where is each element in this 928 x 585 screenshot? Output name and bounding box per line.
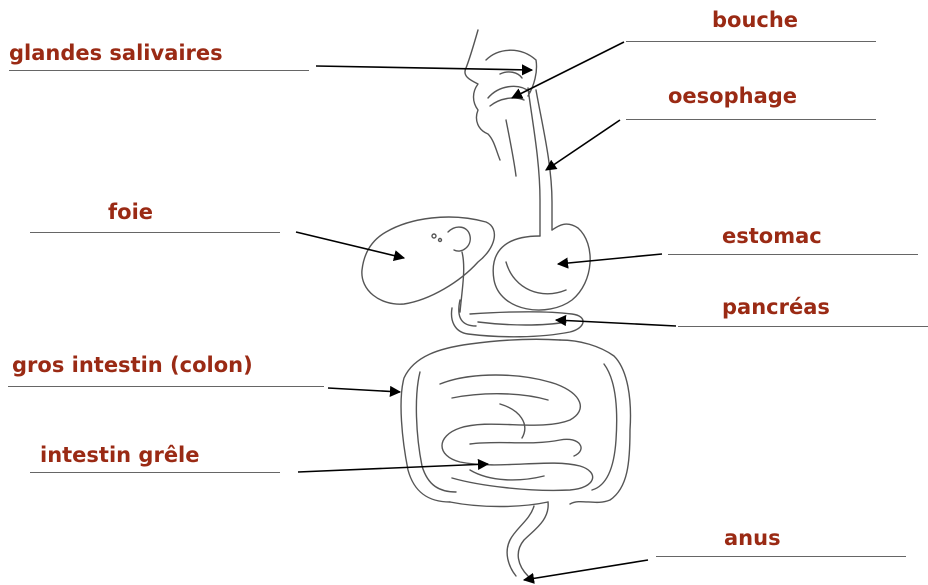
oesophagus <box>528 88 540 236</box>
underline-bouche <box>626 41 876 42</box>
label-bouche: bouche <box>712 10 798 31</box>
label-foie: foie <box>108 202 153 223</box>
underline-foie <box>30 232 280 233</box>
head-profile <box>465 30 500 160</box>
label-pancreas: pancréas <box>722 297 830 318</box>
label-oesophage: oesophage <box>668 86 797 107</box>
label-anus: anus <box>724 528 781 549</box>
arrow-pancreas <box>556 320 676 326</box>
underline-estomac <box>668 254 918 255</box>
underline-glandes-salivaires <box>9 70 309 71</box>
underline-gros-intestin <box>8 386 324 387</box>
small-intestine <box>440 375 593 490</box>
arrow-anus <box>524 560 648 580</box>
label-glandes-salivaires: glandes salivaires <box>9 43 223 64</box>
underline-pancreas <box>678 326 928 327</box>
label-intestin-grele: intestin grêle <box>40 445 200 466</box>
label-estomac: estomac <box>722 226 822 247</box>
underline-anus <box>656 556 906 557</box>
arrow-foie <box>296 232 404 258</box>
arrow-intestin-grele <box>298 464 488 472</box>
liver <box>362 217 495 304</box>
arrow-glandes-salivaires <box>316 66 532 70</box>
label-gros-intestin: gros intestin (colon) <box>12 355 253 376</box>
arrow-oesophage <box>546 120 620 170</box>
rectum <box>518 502 548 576</box>
colon <box>560 340 630 504</box>
arrow-gros-intestin <box>328 388 400 392</box>
arrow-estomac <box>558 254 662 264</box>
underline-intestin-grele <box>30 472 280 473</box>
underline-oesophage <box>626 119 876 120</box>
